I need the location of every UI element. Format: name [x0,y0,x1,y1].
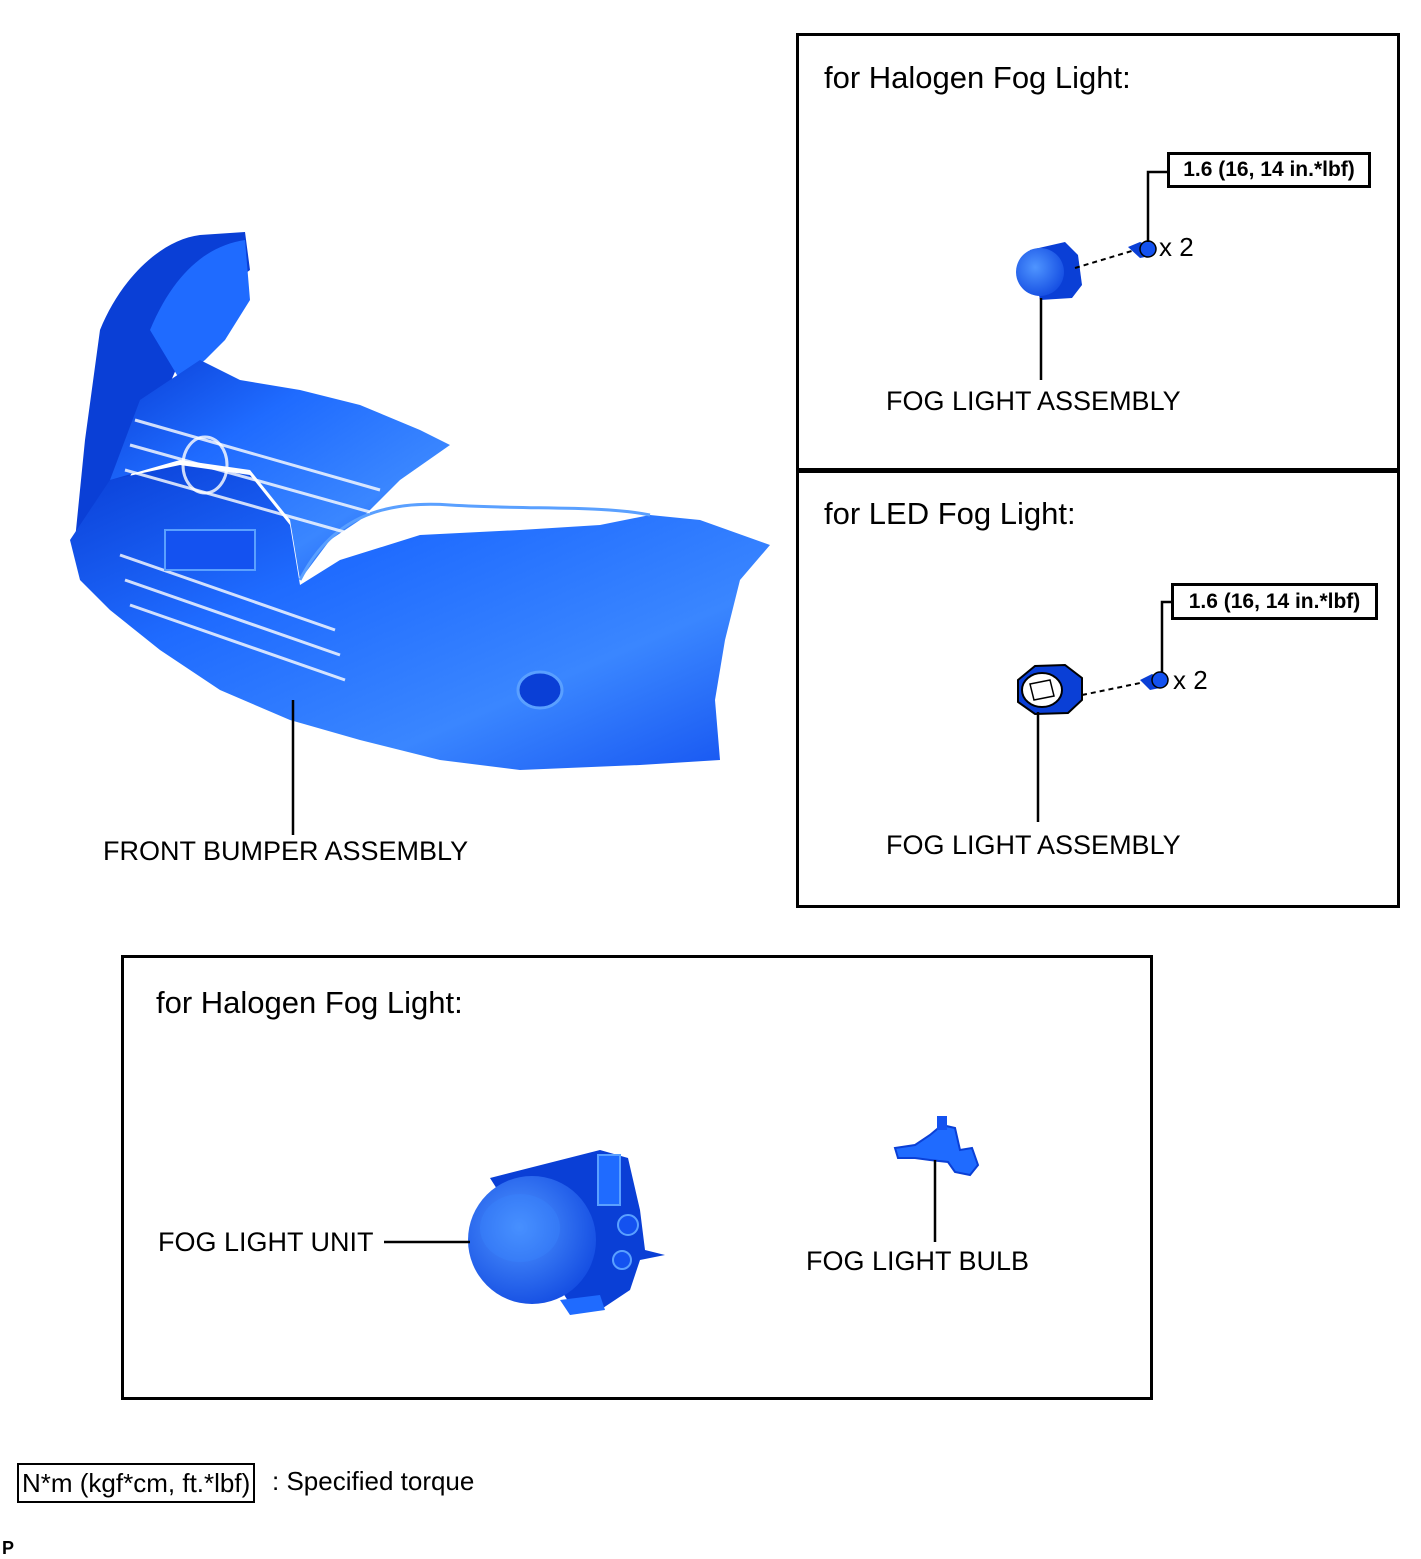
halogen-fog-light-assembly-drawing [1016,170,1168,380]
fog-light-unit-label: FOG LIGHT UNIT [158,1227,374,1257]
fog-light-unit-drawing [384,1150,665,1315]
led-fog-light-assembly-drawing [1017,600,1172,822]
corner-mark: P [2,1538,15,1558]
fog-light-components-panel [121,955,1153,1400]
fog-light-bulb-drawing [893,1116,980,1242]
halogen-panel-title: for Halogen Fog Light: [824,60,1131,95]
halogen-torque-spec: 1.6 (16, 14 in.*lbf) [1167,152,1371,188]
halogen-fog-light-assembly-label: FOG LIGHT ASSEMBLY [886,386,1181,416]
led-fog-light-assembly-label: FOG LIGHT ASSEMBLY [886,830,1181,860]
front-bumper-assembly-label: FRONT BUMPER ASSEMBLY [103,836,469,866]
led-panel-title: for LED Fog Light: [824,496,1076,531]
halogen-bolt-quantity: x 2 [1159,232,1194,262]
torque-legend-text: : Specified torque [272,1466,475,1496]
bottom-panel-title: for Halogen Fog Light: [156,985,463,1020]
fog-light-bulb-label: FOG LIGHT BULB [806,1246,1030,1276]
halogen-fog-light-panel [796,33,1400,473]
led-bolt-quantity: x 2 [1173,665,1208,695]
led-fog-light-panel [796,468,1400,908]
torque-legend-box: N*m (kgf*cm, ft.*lbf) [17,1463,256,1503]
front-bumper-assembly-drawing [70,232,770,835]
led-torque-spec: 1.6 (16, 14 in.*lbf) [1171,583,1378,620]
